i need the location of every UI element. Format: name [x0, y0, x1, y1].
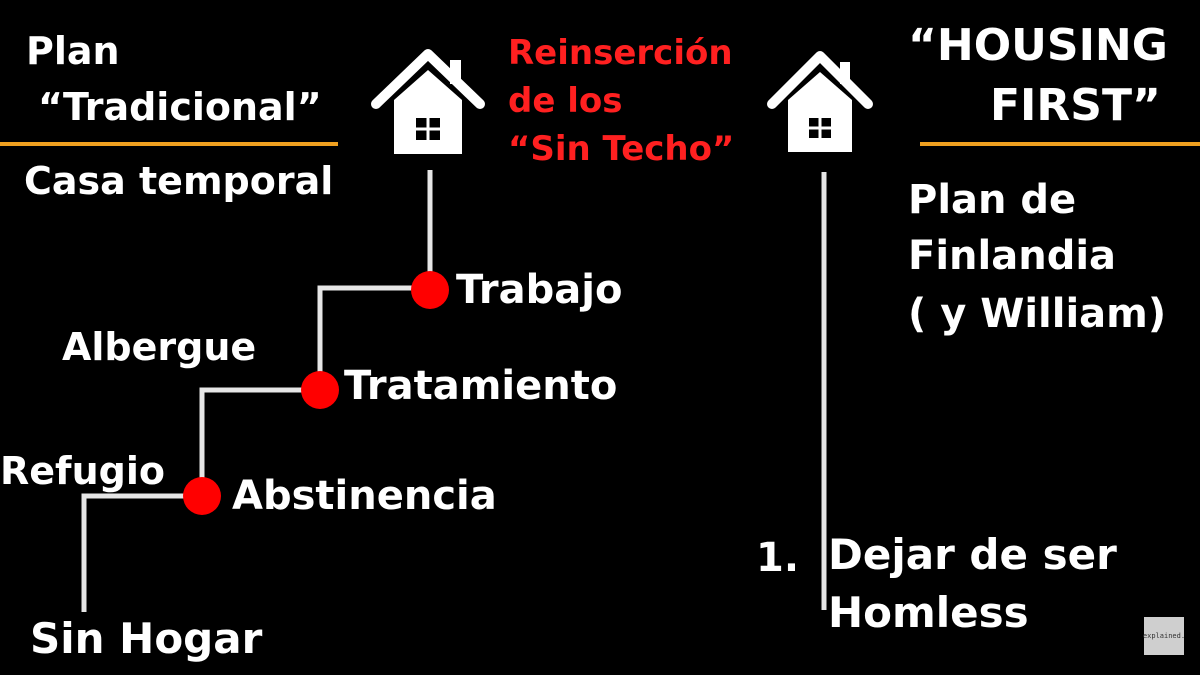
milestone-dot-trabajo: [411, 271, 449, 309]
step-label-line1: Dejar de ser: [828, 530, 1117, 579]
milestone-label-abstinencia: Abstinencia: [232, 473, 497, 519]
level-label-albergue: Albergue: [62, 325, 257, 369]
level-label-sin-hogar: Sin Hogar: [30, 614, 263, 663]
right-desc-line2: Finlandia: [908, 233, 1117, 279]
center-heading-line1: Reinserción: [508, 33, 733, 73]
left-accent-rule: [0, 142, 338, 146]
step-number: 1.: [756, 535, 800, 581]
milestone-dot-tratamiento: [301, 371, 339, 409]
right-desc-line1: Plan de: [908, 177, 1077, 223]
house-icon: [767, 51, 873, 152]
left-title-line1: Plan: [26, 29, 120, 73]
watermark-badge: explained.: [1142, 617, 1186, 655]
right-title-line2: FIRST”: [990, 80, 1161, 131]
house-icon: [371, 49, 485, 154]
left-title-line2: “Tradicional”: [38, 85, 322, 129]
step-label-line2: Homless: [828, 588, 1029, 637]
milestone-label-trabajo: Trabajo: [456, 267, 623, 313]
milestone-label-tratamiento: Tratamiento: [344, 363, 618, 409]
watermark-text: explained.: [1142, 632, 1186, 640]
right-accent-rule: [920, 142, 1200, 146]
level-label-refugio: Refugio: [0, 449, 165, 493]
right-title-line1: “HOUSING: [908, 20, 1168, 71]
milestone-dot-abstinencia: [183, 477, 221, 515]
center-heading-line2: de los: [508, 81, 623, 121]
center-heading-line3: “Sin Techo”: [508, 129, 735, 169]
right-desc-line3: ( y William): [908, 291, 1167, 337]
step-casa-temporal: Casa temporal: [24, 159, 334, 203]
